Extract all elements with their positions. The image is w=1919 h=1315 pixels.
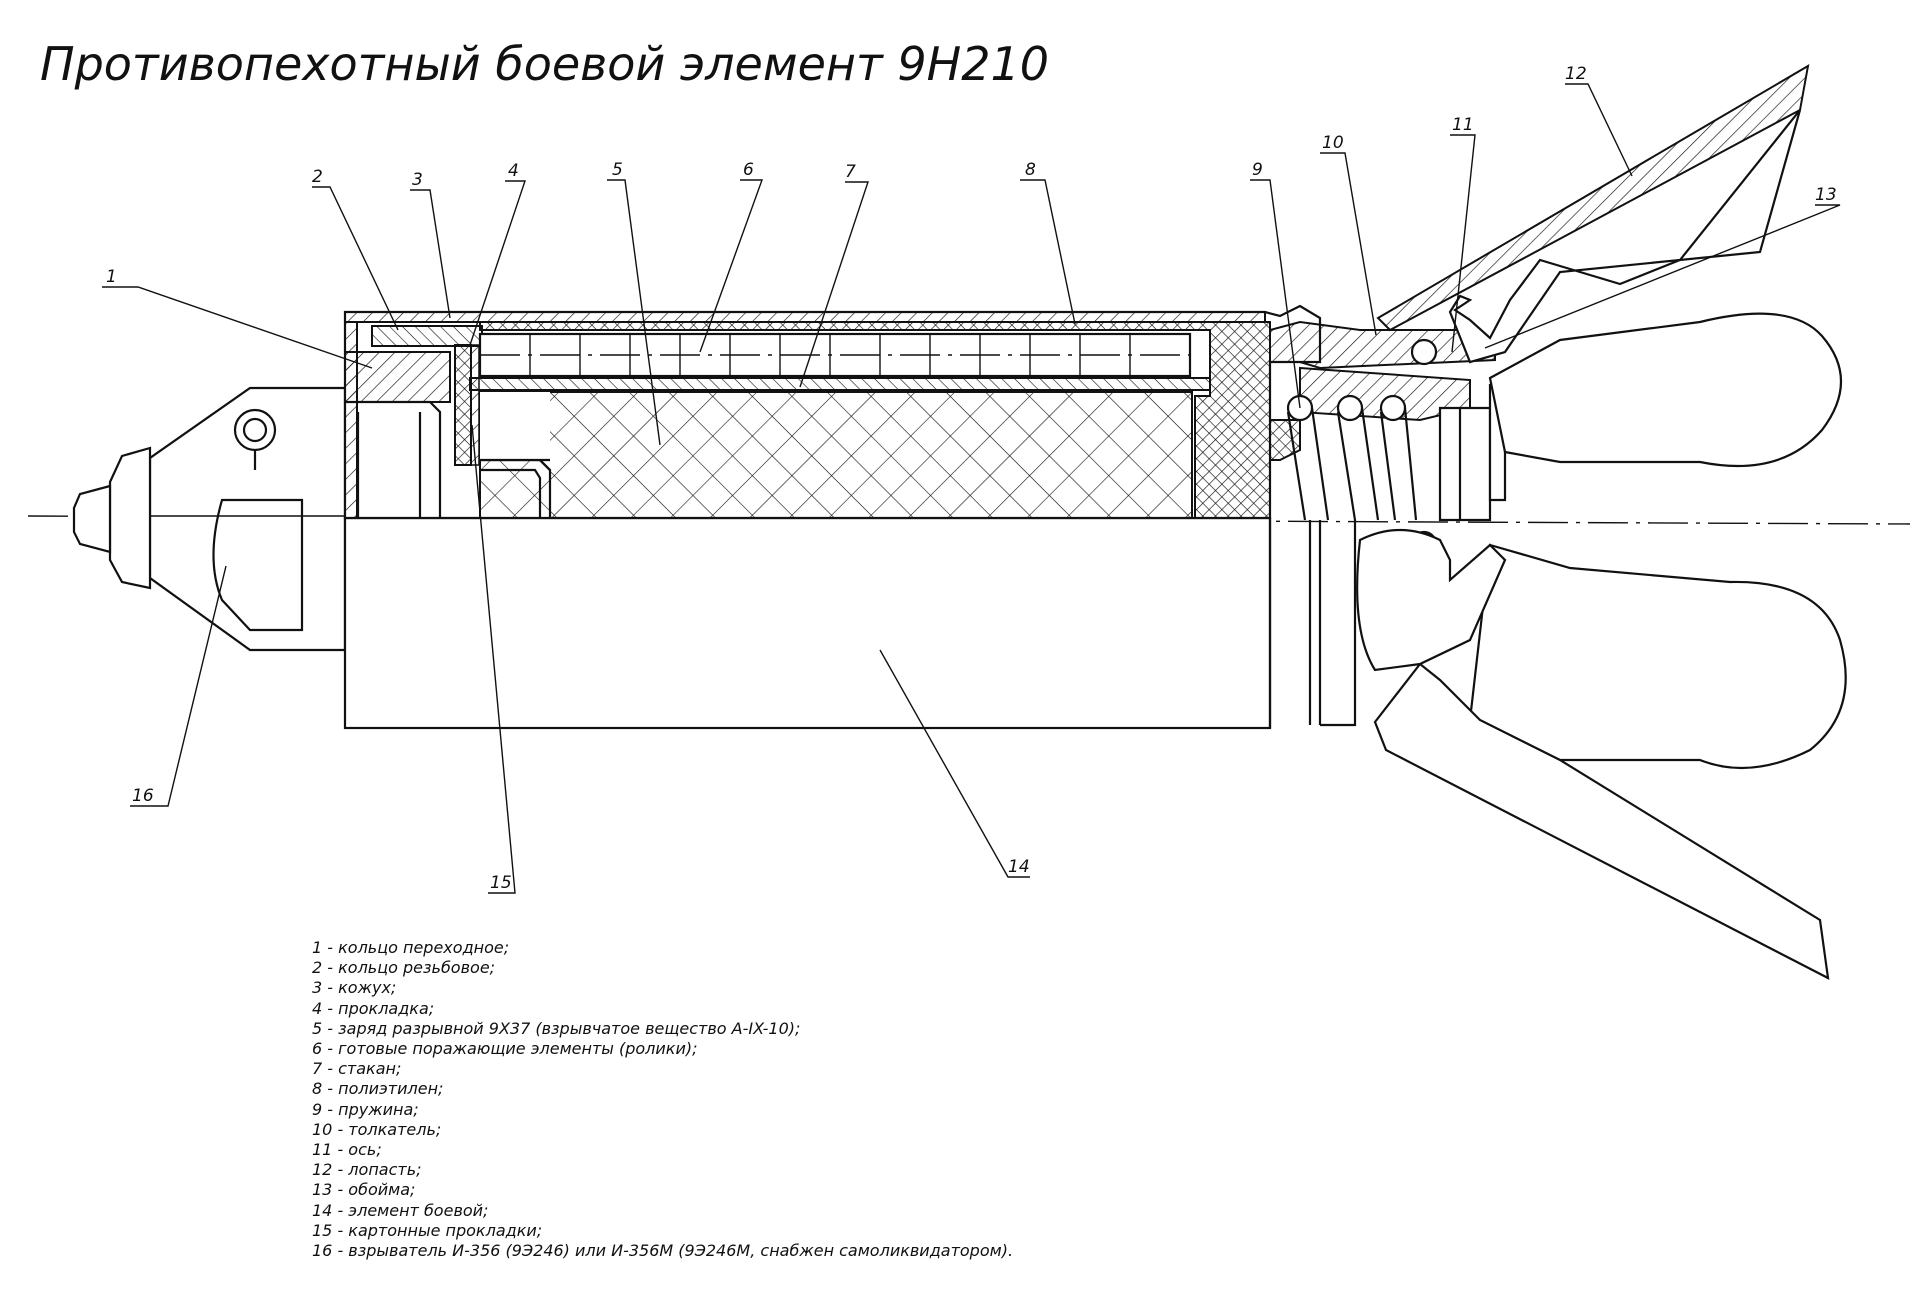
legend-item-14: 14 - элемент боевой; <box>312 1200 489 1220</box>
legend-item-12: 12 - лопасть; <box>312 1160 422 1180</box>
legend-item-9: 9 - пружина; <box>312 1099 419 1119</box>
callout-2: 2 <box>312 167 323 187</box>
callout-5: 5 <box>612 160 623 180</box>
legend-item-10: 10 - толкатель; <box>312 1119 442 1139</box>
callout-13: 13 <box>1815 185 1837 205</box>
callout-1: 1 <box>106 267 117 287</box>
callout-3: 3 <box>412 170 423 190</box>
callout-16: 16 <box>132 786 154 806</box>
legend-item-1: 1 - кольцо переходное; <box>312 938 510 957</box>
legend-item-5: 5 - заряд разрывной 9Х37 (взрывчатое вещ… <box>312 1018 801 1038</box>
leader-lines <box>102 83 1841 894</box>
legend-item-8: 8 - полиэтилен; <box>312 1079 444 1099</box>
callout-11: 11 <box>1452 115 1474 135</box>
callout-12: 12 <box>1565 64 1587 84</box>
callout-9: 9 <box>1252 160 1263 180</box>
legend-item-4: 4 - прокладка; <box>312 998 435 1018</box>
sectioned-upper-half <box>343 304 1322 520</box>
legend-item-13: 13 - обойма; <box>312 1180 416 1200</box>
tail-mechanism <box>1269 64 1847 980</box>
parts-legend: 1 - кольцо переходное; 2 - кольцо резьбо… <box>312 938 1512 1261</box>
legend-item-16: 16 - взрыватель И-356 (9Э246) или И-356М… <box>312 1241 1014 1261</box>
legend-item-15: 15 - картонные прокладки; <box>312 1220 543 1240</box>
callout-14: 14 <box>1008 857 1030 877</box>
legend-item-3: 3 - кожух; <box>312 978 397 998</box>
legend-item-11: 11 - ось; <box>312 1140 382 1160</box>
fuze-assembly <box>72 386 347 652</box>
callout-6: 6 <box>743 160 754 180</box>
callout-4: 4 <box>508 161 519 181</box>
callout-7: 7 <box>845 162 856 182</box>
callout-8: 8 <box>1025 160 1036 180</box>
legend-item-6: 6 - готовые поражающие элементы (ролики)… <box>312 1039 698 1059</box>
legend-item-7: 7 - стакан; <box>312 1059 402 1079</box>
callout-10: 10 <box>1322 133 1344 153</box>
callout-labels: 1 2 3 4 5 6 7 8 9 10 11 12 13 14 15 16 <box>106 64 1837 893</box>
callout-15: 15 <box>490 873 512 893</box>
legend-item-2: 2 - кольцо резьбовое; <box>312 958 496 978</box>
drawing-title: Противопехотный боевой элемент 9Н210 <box>40 37 1049 91</box>
